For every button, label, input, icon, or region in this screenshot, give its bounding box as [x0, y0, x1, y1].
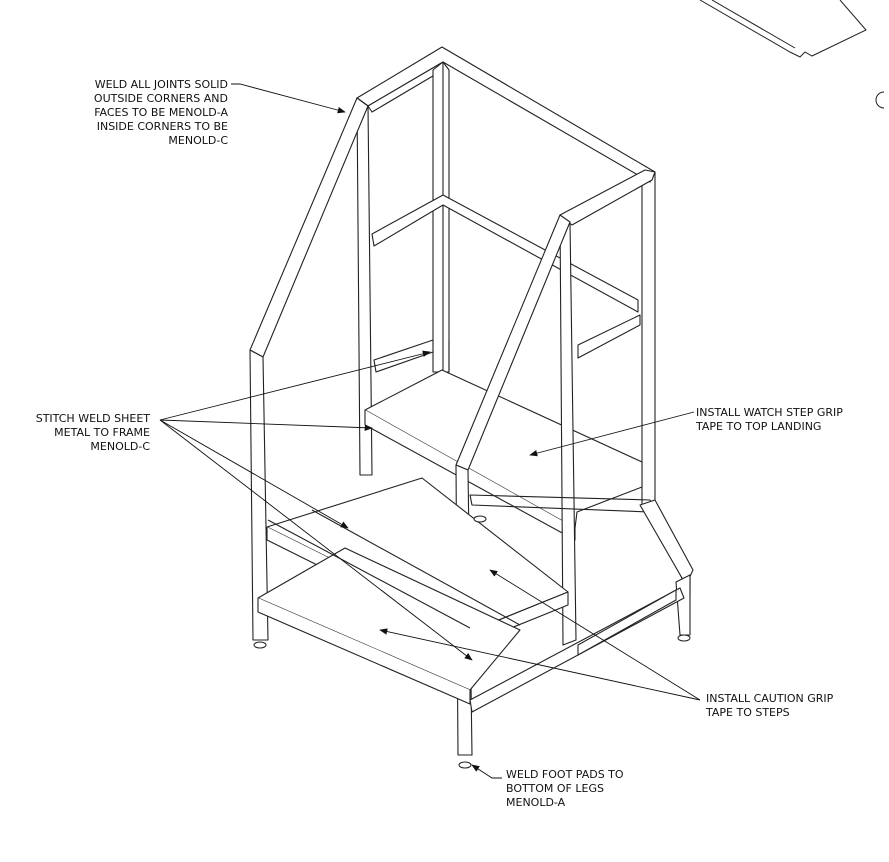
leader-stitch-3	[159, 419, 473, 661]
leader-watch-step	[529, 411, 695, 457]
leader-weld-joints	[231, 83, 346, 114]
left-front-post	[249, 349, 269, 641]
leader-caution-2	[489, 569, 701, 701]
base-side-rail	[577, 589, 677, 656]
step-platform-frame	[249, 46, 694, 756]
note-line: OUTSIDE CORNERS AND	[93, 92, 228, 105]
note-line: METAL TO FRAME	[54, 426, 150, 439]
leader-foot-pads	[471, 764, 502, 779]
note-watch-step: INSTALL WATCH STEP GRIP TAPE TO TOP LAND…	[696, 406, 843, 434]
leader-lines	[159, 83, 701, 779]
note-line: WELD FOOT PADS TO	[506, 768, 624, 781]
note-weld-joints: WELD ALL JOINTS SOLID OUTSIDE CORNERS AN…	[94, 78, 228, 148]
back-right-post	[641, 171, 656, 506]
left-handrail	[249, 97, 369, 358]
note-line: STITCH WELD SHEET	[35, 412, 150, 425]
note-line: WELD ALL JOINTS SOLID	[94, 78, 228, 91]
rear-right-leg	[675, 574, 691, 636]
back-center-post	[432, 61, 450, 373]
right-stringer	[639, 499, 694, 586]
note-line: INSTALL WATCH STEP GRIP	[696, 406, 843, 419]
note-stitch-weld: STITCH WELD SHEET METAL TO FRAME MENOLD-…	[36, 412, 150, 454]
note-line: TAPE TO TOP LANDING	[696, 420, 822, 433]
note-caution-grip: INSTALL CAUTION GRIP TAPE TO STEPS	[706, 692, 833, 720]
top-front-right-rail	[559, 169, 656, 226]
note-line: MENOLD-A	[506, 796, 566, 809]
leader-stitch-2	[159, 419, 373, 431]
note-foot-pads: WELD FOOT PADS TO BOTTOM OF LEGS MENOLD-…	[506, 768, 624, 810]
note-line: MENOLD-C	[90, 440, 150, 453]
note-line: INSIDE CORNERS TO BE	[96, 120, 228, 133]
landing-right-rail	[577, 314, 641, 359]
note-line: MENOLD-C	[168, 134, 228, 147]
note-line: FACES TO BE MENOLD-A	[94, 106, 228, 119]
leader-stitch-4	[159, 419, 349, 529]
leader-stitch-1	[159, 350, 431, 421]
bottom-step-sheet	[257, 547, 521, 691]
partial-detail-view	[699, 0, 885, 109]
note-line: TAPE TO STEPS	[706, 706, 790, 719]
note-line: INSTALL CAUTION GRIP	[706, 692, 834, 705]
note-line: BOTTOM OF LEGS	[506, 782, 604, 795]
top-back-rail	[356, 46, 656, 183]
leader-caution-1	[379, 628, 701, 701]
foot-pads	[253, 515, 691, 769]
middle-back-rail	[371, 194, 639, 313]
